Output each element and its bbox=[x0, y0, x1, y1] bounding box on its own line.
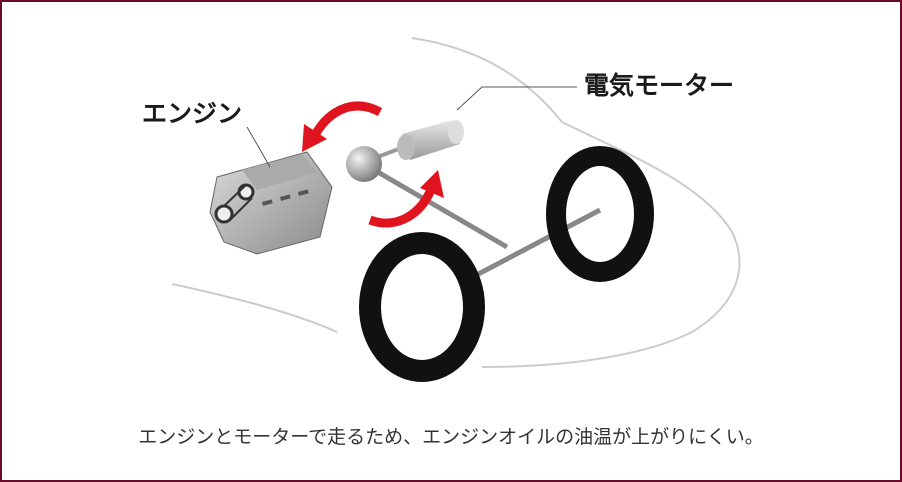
motor-leader bbox=[456, 86, 577, 111]
rotation-arrow-lower bbox=[368, 185, 437, 228]
car-side-outline bbox=[171, 283, 338, 333]
electric-motor-label: 電気モーター bbox=[584, 71, 735, 100]
rear-axle bbox=[465, 207, 602, 283]
front-wheel bbox=[359, 232, 485, 382]
caption: エンジンとモーターで走るため、エンジンオイルの油温が上がりにくい。 bbox=[138, 426, 764, 448]
arrow-head-upper bbox=[302, 124, 327, 152]
electric-motor bbox=[397, 120, 464, 160]
arrow-head-lower bbox=[420, 170, 444, 198]
engine bbox=[209, 151, 333, 255]
car-body-outline bbox=[411, 37, 741, 368]
rear-wheel bbox=[546, 146, 654, 282]
power-split-device bbox=[346, 146, 382, 182]
drive-shaft bbox=[362, 161, 509, 250]
engine-label: エンジン bbox=[142, 99, 243, 128]
engine-leader bbox=[246, 126, 271, 168]
rotation-arrow-upper bbox=[310, 101, 383, 140]
